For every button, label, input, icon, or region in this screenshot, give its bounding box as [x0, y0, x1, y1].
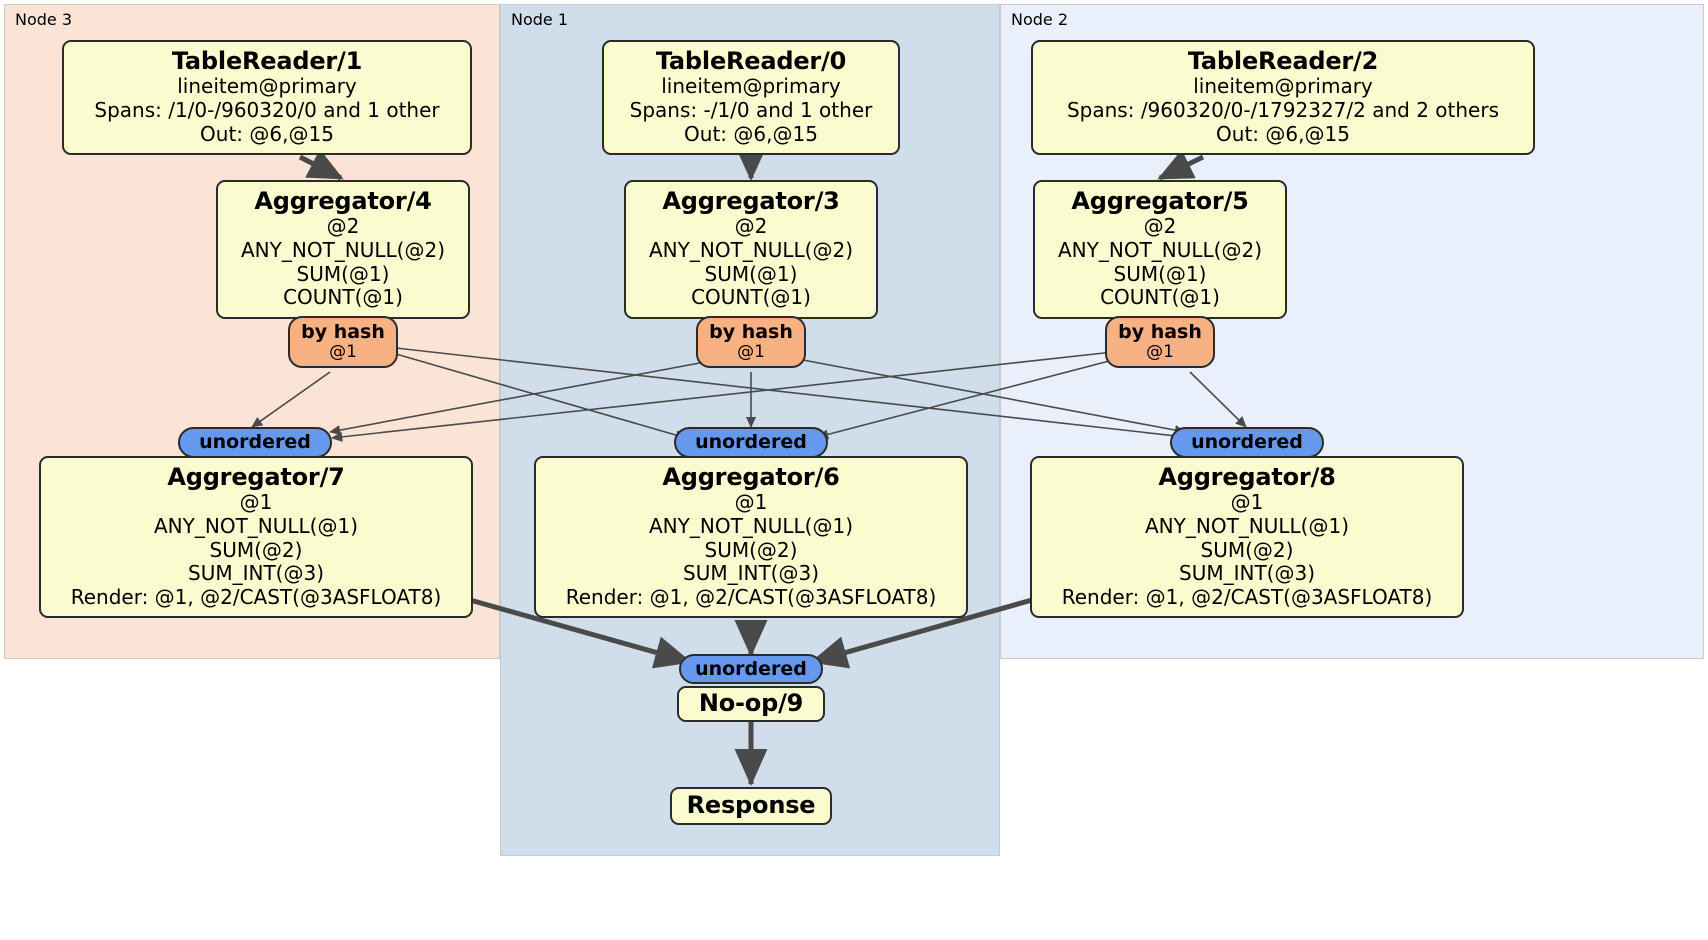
- processor-detail: Spans: -/1/0 and 1 other: [629, 97, 873, 122]
- processor-aggregator-6[interactable]: Aggregator/6 @1 ANY_NOT_NULL(@1) SUM(@2)…: [534, 456, 968, 619]
- processor-detail: ANY_NOT_NULL(@2): [649, 237, 853, 262]
- processor-render: Render: @1, @2/CAST(@3ASFLOAT8): [70, 584, 442, 609]
- unordered-synchronizer-right[interactable]: unordered: [1170, 427, 1324, 458]
- processor-aggregator-5[interactable]: Aggregator/5 @2 ANY_NOT_NULL(@2) SUM(@1)…: [1033, 180, 1287, 319]
- processor-detail: @2: [734, 214, 768, 239]
- processor-detail: Spans: /1/0-/960320/0 and 1 other: [94, 97, 440, 122]
- processor-noop-9[interactable]: No-op/9: [677, 686, 825, 722]
- processor-table-reader-1[interactable]: TableReader/1 lineitem@primary Spans: /1…: [62, 40, 472, 156]
- processor-title: Aggregator/8: [1158, 463, 1336, 491]
- unordered-synchronizer-final[interactable]: unordered: [679, 654, 823, 684]
- processor-title: Aggregator/7: [167, 463, 345, 491]
- hash-router-label: by hash: [1118, 320, 1202, 343]
- processor-title: Aggregator/6: [662, 463, 840, 491]
- processor-table-reader-0[interactable]: TableReader/0 lineitem@primary Spans: -/…: [602, 40, 900, 156]
- processor-detail: Out: @6,@15: [1216, 121, 1350, 146]
- processor-aggregator-4[interactable]: Aggregator/4 @2 ANY_NOT_NULL(@2) SUM(@1)…: [216, 180, 470, 319]
- processor-detail: SUM(@1): [1113, 261, 1207, 286]
- processor-response[interactable]: Response: [670, 787, 832, 825]
- processor-detail: @1: [239, 490, 273, 515]
- processor-detail: Spans: /960320/0-/1792327/2 and 2 others: [1066, 97, 1499, 122]
- processor-detail: COUNT(@1): [1100, 285, 1220, 310]
- processor-title: Aggregator/5: [1071, 187, 1249, 215]
- processor-detail: ANY_NOT_NULL(@2): [241, 237, 445, 262]
- processor-detail: @2: [1143, 214, 1177, 239]
- processor-title: TableReader/1: [171, 47, 363, 75]
- hash-router-right[interactable]: by hash @1: [1105, 316, 1215, 368]
- unordered-synchronizer-left[interactable]: unordered: [178, 427, 332, 458]
- processor-detail: SUM(@2): [209, 537, 303, 562]
- processor-detail: lineitem@primary: [177, 74, 357, 99]
- synchronizer-label: unordered: [199, 431, 311, 454]
- processor-title: Aggregator/4: [254, 187, 432, 215]
- hash-router-mid[interactable]: by hash @1: [696, 316, 806, 368]
- hash-router-column: @1: [329, 341, 357, 362]
- processor-detail: lineitem@primary: [1193, 74, 1373, 99]
- processor-detail: ANY_NOT_NULL(@2): [1058, 237, 1262, 262]
- hash-router-left[interactable]: by hash @1: [288, 316, 398, 368]
- processor-detail: COUNT(@1): [691, 285, 811, 310]
- processor-title: TableReader/2: [1187, 47, 1379, 75]
- processor-detail: lineitem@primary: [661, 74, 841, 99]
- processor-detail: Out: @6,@15: [684, 121, 818, 146]
- processor-title: Aggregator/3: [662, 187, 840, 215]
- node-region-label: Node 3: [15, 10, 73, 29]
- processor-detail: SUM(@1): [704, 261, 798, 286]
- processor-detail: SUM_INT(@3): [683, 561, 819, 586]
- processor-detail: ANY_NOT_NULL(@1): [649, 513, 853, 538]
- hash-router-label: by hash: [301, 320, 385, 343]
- node-region-label: Node 1: [511, 10, 569, 29]
- processor-detail: SUM_INT(@3): [1179, 561, 1315, 586]
- processor-detail: SUM(@2): [704, 537, 798, 562]
- processor-title: TableReader/0: [655, 47, 847, 75]
- hash-router-column: @1: [1146, 341, 1174, 362]
- processor-aggregator-7[interactable]: Aggregator/7 @1 ANY_NOT_NULL(@1) SUM(@2)…: [39, 456, 473, 619]
- hash-router-column: @1: [737, 341, 765, 362]
- processor-detail: ANY_NOT_NULL(@1): [154, 513, 358, 538]
- node-region-label: Node 2: [1011, 10, 1069, 29]
- processor-detail: @1: [734, 490, 768, 515]
- processor-render: Render: @1, @2/CAST(@3ASFLOAT8): [565, 584, 937, 609]
- processor-title: Response: [686, 790, 816, 819]
- synchronizer-label: unordered: [695, 657, 807, 680]
- processor-detail: SUM(@2): [1200, 537, 1294, 562]
- processor-detail: ANY_NOT_NULL(@1): [1145, 513, 1349, 538]
- processor-detail: SUM_INT(@3): [188, 561, 324, 586]
- processor-aggregator-8[interactable]: Aggregator/8 @1 ANY_NOT_NULL(@1) SUM(@2)…: [1030, 456, 1464, 619]
- processor-title: No-op/9: [698, 688, 804, 717]
- processor-detail: @1: [1230, 490, 1264, 515]
- synchronizer-label: unordered: [1191, 431, 1303, 454]
- processor-render: Render: @1, @2/CAST(@3ASFLOAT8): [1061, 584, 1433, 609]
- unordered-synchronizer-mid[interactable]: unordered: [674, 427, 828, 458]
- processor-detail: SUM(@1): [296, 261, 390, 286]
- processor-detail: COUNT(@1): [283, 285, 403, 310]
- processor-detail: Out: @6,@15: [200, 121, 334, 146]
- processor-detail: @2: [326, 214, 360, 239]
- processor-aggregator-3[interactable]: Aggregator/3 @2 ANY_NOT_NULL(@2) SUM(@1)…: [624, 180, 878, 319]
- processor-table-reader-2[interactable]: TableReader/2 lineitem@primary Spans: /9…: [1031, 40, 1535, 156]
- synchronizer-label: unordered: [695, 431, 807, 454]
- hash-router-label: by hash: [709, 320, 793, 343]
